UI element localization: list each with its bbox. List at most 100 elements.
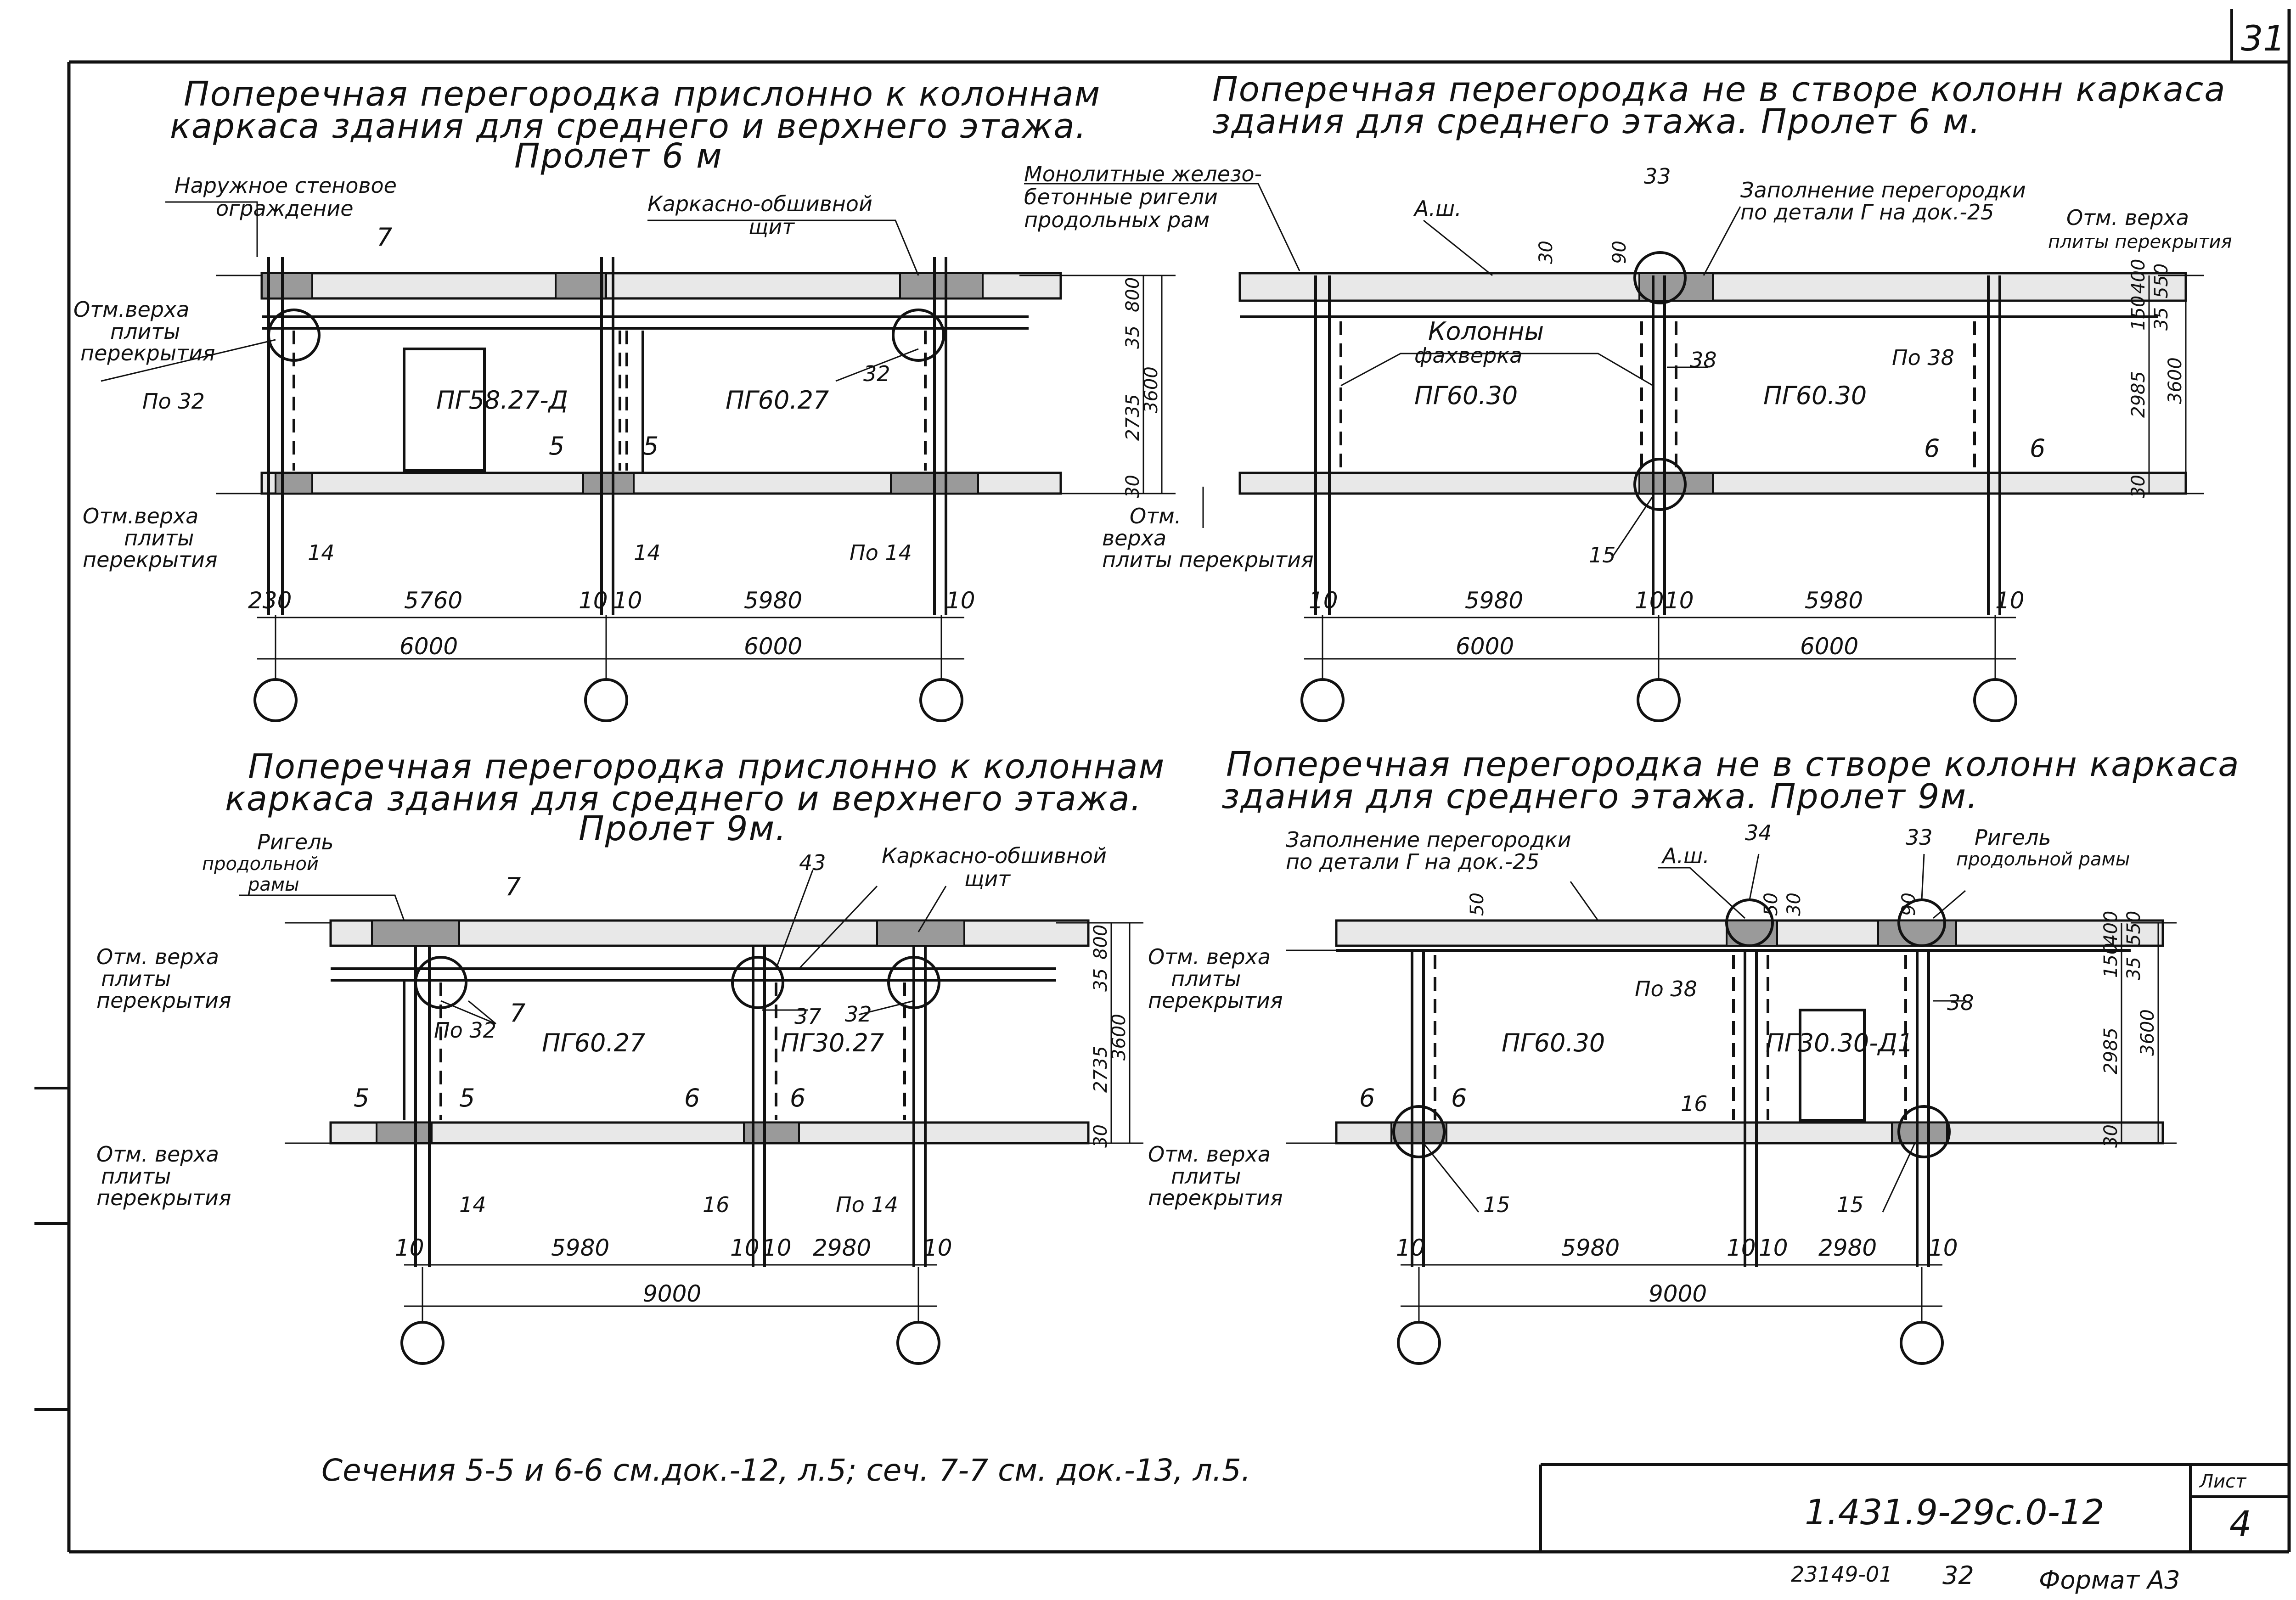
d1-monolithic-line1: Монолитные железо- — [1024, 162, 1262, 186]
d3-n43: 43 — [799, 850, 826, 875]
d2-d10d: 10 — [1995, 587, 2025, 614]
drawing-1: Поперечная перегородка прислонно к колон… — [101, 74, 1300, 722]
d2-n38: 38 — [1690, 348, 1717, 372]
d3-panel2: ПГ30.27 — [781, 1028, 884, 1057]
d4-n16: 16 — [1681, 1091, 1708, 1116]
d1-panel1: ПГ58.27-Д — [436, 386, 568, 415]
d3-top-mark-line3: перекрытия — [96, 988, 231, 1013]
inventory-number: 23149-01 — [1791, 1562, 1892, 1587]
d2-d10a: 10 — [1309, 587, 1338, 614]
d2-v400: 400 — [2128, 259, 2149, 294]
d3-d10c: 10 — [762, 1235, 792, 1261]
d3-bottom-mark-line1: Отм. верха — [96, 1142, 219, 1167]
d3-sec6b: 6 — [790, 1084, 805, 1112]
d3-po32: По 32 — [434, 1018, 496, 1043]
d2-d10b: 10 — [1635, 587, 1664, 614]
d4-d10b: 10 — [1727, 1235, 1756, 1261]
drawing-4: Поперечная перегородка не в створе колон… — [1221, 745, 2240, 1365]
d2-bottom-mark-line1: Отм. — [1130, 504, 1181, 528]
drawing-1-title-line3: Пролет 6 м — [514, 136, 723, 176]
d2-n33: 33 — [1644, 164, 1671, 189]
d1-top-mark-line3: перекрытия — [80, 341, 215, 365]
d4-d10a: 10 — [1396, 1235, 1425, 1261]
d3-rigel-line3: рамы — [248, 874, 299, 895]
d2-d5980b: 5980 — [1805, 587, 1863, 614]
drawing-1-labels: Наружное стеновое ограждение Каркасно-об… — [73, 162, 1262, 660]
d4-d90: 90 — [1898, 893, 1919, 916]
d4-panel1: ПГ60.30 — [1502, 1028, 1605, 1057]
d1-v30: 30 — [1122, 475, 1143, 498]
d1-v800: 800 — [1122, 277, 1143, 312]
d4-v550: 550 — [2123, 911, 2144, 946]
d4-sec6a: 6 — [1359, 1084, 1375, 1112]
d4-n34: 34 — [1745, 820, 1772, 845]
d3-section7b: 7 — [510, 999, 525, 1027]
d1-frame-panel-line1: Каркасно-обшивной — [647, 191, 872, 216]
d3-d5980: 5980 — [551, 1235, 609, 1261]
d3-d10d: 10 — [923, 1235, 952, 1261]
d1-frame-panel-line2: щит — [748, 214, 795, 239]
d1-d10a: 10 — [579, 587, 608, 614]
d3-v35: 35 — [1090, 968, 1111, 992]
d4-v35: 35 — [2123, 957, 2144, 980]
d4-bottom-mark-line3: перекрытия — [1148, 1185, 1283, 1210]
d2-ash: А.ш. — [1413, 196, 1462, 221]
d2-v30: 30 — [2128, 475, 2149, 498]
sheet-number: 4 — [2229, 1503, 2251, 1544]
drawing-4-title-line1: Поперечная перегородка не в створе колон… — [1226, 745, 2240, 784]
d4-d30: 30 — [1784, 893, 1805, 916]
d4-panel2: ПГ30.30-Д1 — [1766, 1028, 1913, 1057]
d1-bottom-mark-line3: перекрытия — [83, 547, 218, 572]
d4-d50a: 50 — [1467, 893, 1488, 916]
d3-v2735: 2735 — [1090, 1046, 1111, 1093]
d4-top-mark-line3: перекрытия — [1148, 988, 1283, 1013]
d2-columns-line1: Колонны — [1428, 317, 1544, 346]
d3-rigel-line1: Ригель — [257, 830, 334, 854]
d2-d5980a: 5980 — [1465, 587, 1523, 614]
d3-d2980: 2980 — [813, 1235, 871, 1261]
format-label: Формат А3 — [2039, 1566, 2180, 1594]
d4-rigel-line1: Ригель — [1975, 825, 2051, 850]
d2-d90: 90 — [1609, 241, 1630, 264]
d1-top-mark-line2: плиты — [110, 319, 180, 344]
d2-bottom-mark-line3: плиты перекрытия — [1102, 547, 1314, 572]
drawing-4-title-line2: здания для среднего этажа. Пролет 9м. — [1221, 777, 1979, 816]
copy-number: 32 — [1942, 1561, 1974, 1590]
d1-span2: 6000 — [744, 633, 802, 660]
d3-section7a: 7 — [505, 872, 521, 901]
drawing-1-title-line1: Поперечная перегородка прислонно к колон… — [184, 74, 1101, 114]
d1-d230: 230 — [248, 587, 292, 614]
d1-n32: 32 — [863, 361, 890, 386]
d3-bottom-mark-line3: перекрытия — [96, 1185, 231, 1210]
d3-frame-panel-line2: щит — [964, 866, 1011, 891]
d2-sec6a: 6 — [1924, 434, 1940, 463]
d3-n32: 32 — [845, 1002, 872, 1027]
footnote: Сечения 5-5 и 6-6 см.док.-12, л.5; сеч. … — [321, 1453, 1251, 1488]
d3-bottom-mark-line2: плиты — [101, 1164, 171, 1189]
d4-po38: По 38 — [1635, 977, 1697, 1001]
d3-po14: По 14 — [836, 1192, 898, 1217]
d4-n33: 33 — [1906, 825, 1933, 850]
d2-span2: 6000 — [1800, 633, 1858, 660]
drawing-2-labels: А.ш. 33 30 90 Заполнение перегородки по … — [1102, 164, 2232, 660]
d4-ash: А.ш. — [1661, 843, 1710, 868]
d4-fill-line2: по детали Г на док.-25 — [1286, 849, 1539, 874]
d1-panel2: ПГ60.27 — [726, 386, 829, 415]
d1-outer-wall-line1: Наружное стеновое — [174, 173, 397, 198]
d1-bottom-mark-line2: плиты — [124, 526, 194, 550]
d3-top-mark-line1: Отм. верха — [96, 944, 219, 969]
d1-d5980: 5980 — [744, 587, 802, 614]
d1-po32: По 32 — [142, 389, 205, 414]
d4-v150: 150 — [2100, 943, 2122, 978]
d3-span: 9000 — [643, 1280, 701, 1307]
d4-v400: 400 — [2100, 911, 2122, 946]
d2-n15: 15 — [1589, 543, 1616, 567]
d1-section7: 7 — [377, 223, 392, 252]
d4-n38: 38 — [1947, 990, 1974, 1015]
d2-d10c: 10 — [1665, 587, 1694, 614]
d2-bottom-mark-line2: верха — [1102, 526, 1166, 550]
d4-v3600: 3600 — [2137, 1009, 2158, 1056]
d1-v2735: 2735 — [1122, 394, 1143, 441]
d4-d10d: 10 — [1929, 1235, 1958, 1261]
